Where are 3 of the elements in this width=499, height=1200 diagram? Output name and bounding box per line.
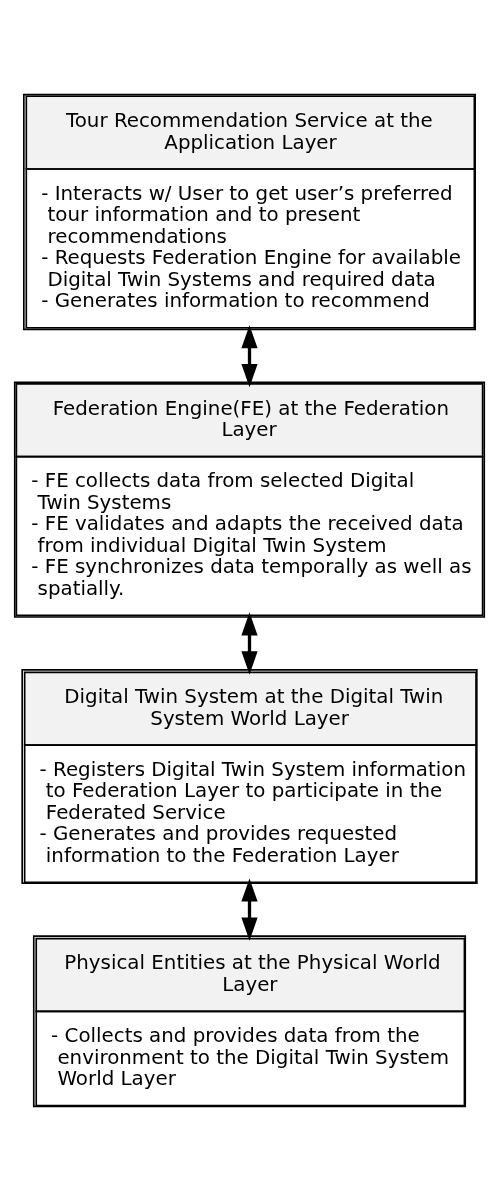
arrow xyxy=(241,324,258,387)
arrow xyxy=(241,877,258,941)
arrow xyxy=(241,611,258,675)
